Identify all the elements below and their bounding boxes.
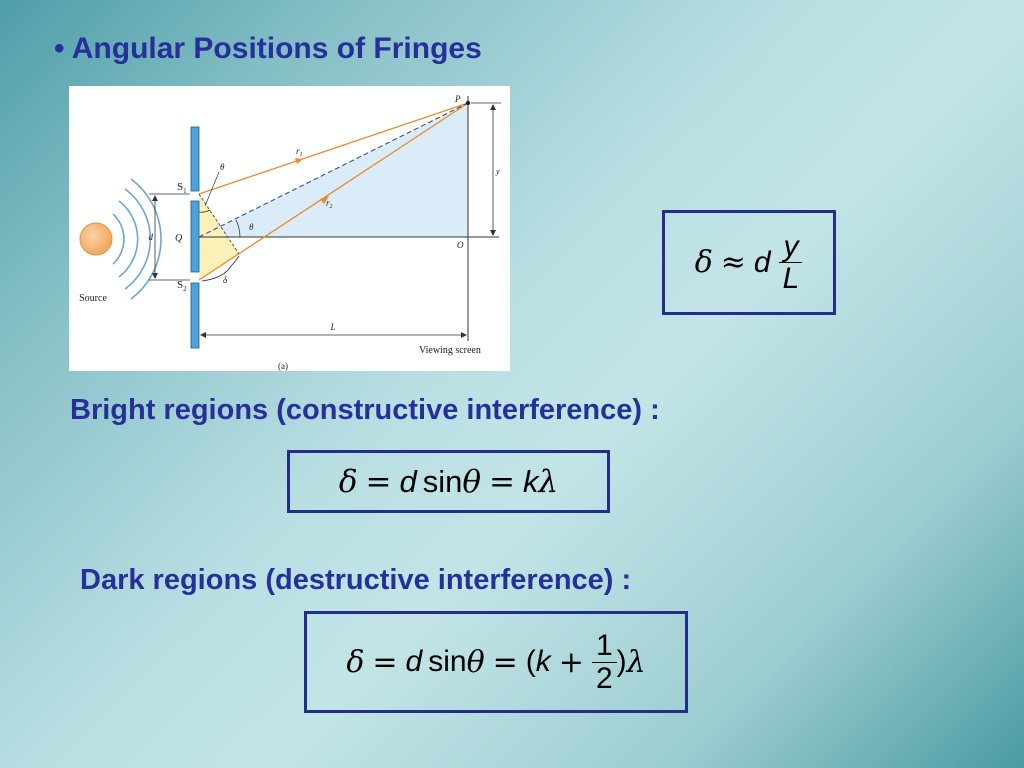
- double-slit-diagram: Source: [79, 94, 501, 371]
- approx-frac-den: L: [782, 262, 800, 295]
- d-arrow-top: [152, 195, 158, 201]
- slide-title: • Angular Positions of Fringes: [54, 32, 482, 66]
- bright-theta: θ: [462, 463, 482, 500]
- r1-label: r1: [296, 146, 303, 158]
- y-arrow-top: [490, 104, 496, 110]
- l-label: L: [329, 322, 335, 332]
- bright-caption: Bright regions (constructive interferenc…: [70, 394, 660, 426]
- bright-equals-2: =: [489, 463, 516, 500]
- dark-plus: +: [558, 644, 584, 680]
- o-label: O: [457, 240, 464, 250]
- s2-label: S2: [177, 279, 187, 293]
- dark-close-paren: ): [616, 645, 627, 678]
- title-text: Angular Positions of Fringes: [71, 32, 482, 65]
- double-slit-figure: Source: [69, 86, 510, 371]
- p-label: P: [454, 94, 461, 104]
- theta-pointer: [204, 171, 220, 207]
- l-arrow-left: [200, 332, 206, 338]
- dark-equation-box: δ = d sin θ = ( k + 1 2 ) λ: [304, 611, 688, 713]
- dark-d: d: [405, 645, 423, 678]
- bright-equals-1: =: [365, 463, 392, 500]
- bright-delta: δ: [338, 463, 358, 500]
- source-icon: [79, 222, 113, 256]
- dark-lambda: λ: [626, 644, 646, 680]
- dark-equals-2: =: [492, 644, 518, 680]
- barrier-bottom: [190, 282, 200, 349]
- approx-fraction: y L: [779, 230, 804, 295]
- barrier-top: [190, 126, 200, 192]
- theta-arc-axis: [235, 219, 241, 238]
- theta-label-slit: θ: [220, 162, 225, 172]
- bullet: •: [54, 32, 65, 65]
- source-label: Source: [79, 293, 107, 304]
- approx-delta: δ: [694, 245, 713, 280]
- dark-frac-den: 2: [595, 661, 613, 695]
- dark-frac-num: 1: [591, 630, 617, 663]
- wavefront-arc-4: [130, 178, 162, 300]
- point-p: [465, 100, 471, 106]
- approx-frac-num: y: [779, 230, 803, 263]
- panel-label: (a): [278, 361, 288, 371]
- theta-arc-slit: [198, 209, 211, 213]
- l-arrow-right: [461, 332, 467, 338]
- bright-d: d: [399, 463, 417, 499]
- ray-r2: [198, 102, 469, 281]
- dark-sin: sin: [428, 645, 467, 678]
- wavefront-arc-3: [124, 188, 152, 290]
- r2-label: r2: [326, 198, 333, 210]
- delta-label: δ: [223, 275, 228, 285]
- wavefront-arc-2: [118, 200, 139, 278]
- barrier-middle: [190, 200, 200, 273]
- dark-k: k: [535, 645, 551, 678]
- bright-equation-box: δ = d sin θ = k λ: [287, 450, 610, 513]
- dark-theta: θ: [466, 644, 485, 680]
- wavefront-arc-1: [112, 213, 125, 265]
- dark-delta: δ: [346, 644, 365, 680]
- delta-brace: [201, 255, 240, 282]
- q-label: Q: [175, 233, 183, 244]
- dark-equals-1: =: [372, 644, 398, 680]
- ray-r1: [198, 102, 469, 195]
- approx-operator: ≈: [720, 245, 746, 280]
- s1-label: S1: [177, 181, 187, 195]
- y-label: y: [495, 167, 500, 176]
- approx-equation-box: δ ≈ d y L: [662, 210, 836, 315]
- y-arrow-bottom: [490, 230, 496, 236]
- dark-fraction: 1 2: [591, 630, 617, 695]
- ray-center-dashed: [198, 102, 469, 238]
- bright-sin: sin: [422, 463, 463, 499]
- r1-arrowhead: [295, 158, 303, 164]
- dark-caption: Dark regions (destructive interference) …: [80, 564, 632, 596]
- approx-d: d: [753, 245, 771, 279]
- theta-label-axis: θ: [249, 222, 254, 232]
- dark-open-paren: (: [525, 645, 536, 678]
- bright-k: k: [523, 463, 539, 499]
- d-label: d: [149, 232, 154, 242]
- screen-label: Viewing screen: [419, 345, 481, 356]
- bright-lambda: λ: [538, 463, 559, 500]
- r2-arrowhead: [320, 196, 329, 204]
- d-arrow-bottom: [152, 273, 158, 279]
